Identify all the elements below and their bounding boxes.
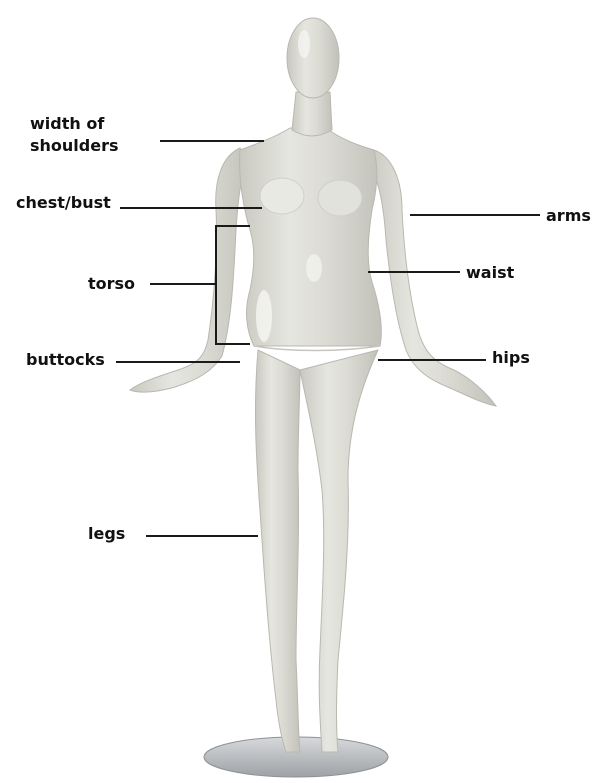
label-waist: waist bbox=[466, 262, 514, 284]
bust-left bbox=[260, 178, 304, 214]
label-legs: legs bbox=[88, 523, 125, 545]
label-chest-bust: chest/bust bbox=[16, 192, 111, 214]
label-hips: hips bbox=[492, 347, 530, 369]
left-leg bbox=[255, 350, 300, 752]
label-width-of-shoulders-line2: shoulders bbox=[30, 135, 119, 157]
neck bbox=[292, 92, 332, 136]
label-torso: torso bbox=[88, 273, 135, 295]
left-arm bbox=[130, 148, 250, 392]
label-buttocks: buttocks bbox=[26, 349, 105, 371]
label-width-of-shoulders-line1: width of bbox=[30, 113, 119, 135]
right-leg bbox=[300, 350, 378, 752]
label-width-of-shoulders: width of shoulders bbox=[30, 113, 119, 157]
bust-right bbox=[318, 180, 362, 216]
head bbox=[287, 18, 339, 98]
label-arms: arms bbox=[546, 205, 591, 227]
